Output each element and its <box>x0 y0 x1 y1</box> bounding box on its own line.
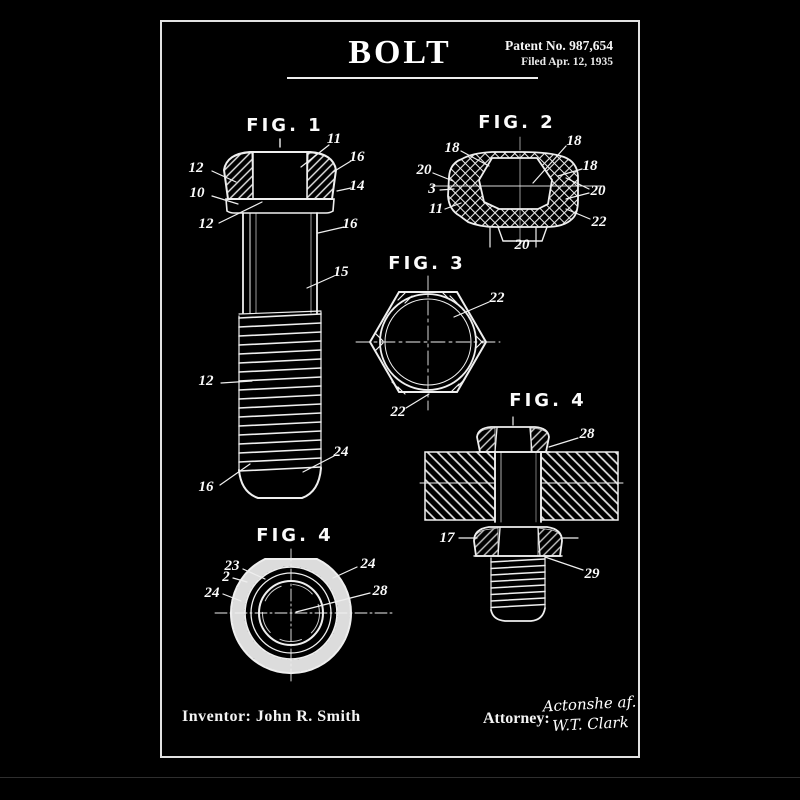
callout-label: 22 <box>383 403 413 421</box>
callout-label: 11 <box>421 200 451 218</box>
callout-label: 16 <box>335 215 365 233</box>
callout-label: 24 <box>197 584 227 602</box>
callout-label: 16 <box>191 478 221 496</box>
callout-label: 12 <box>191 215 221 233</box>
callout-label: 14 <box>342 177 372 195</box>
callout-label: 3 <box>417 180 447 198</box>
callout-label: 28 <box>365 582 395 600</box>
callout-label: 20 <box>583 182 613 200</box>
callout-label: 18 <box>559 132 589 150</box>
fig4-assembly-label: FIG. 4 <box>488 390 608 411</box>
callout-label: 12 <box>191 372 221 390</box>
callout-label: 20 <box>507 236 537 254</box>
callout-label: 16 <box>342 148 372 166</box>
fig2-label: FIG. 2 <box>457 112 577 133</box>
inventor-label: Inventor: <box>182 708 251 725</box>
callout-label: 15 <box>326 263 356 281</box>
fig4-assembly-section-view <box>420 417 623 621</box>
fig3-head-plan-view <box>356 276 500 410</box>
callout-label: 18 <box>575 157 605 175</box>
inventor-line: Inventor: John R. Smith <box>182 708 361 726</box>
fig4-plan-label: FIG. 4 <box>235 525 355 546</box>
callout-label: 11 <box>319 130 349 148</box>
inventor-name: John R. Smith <box>256 708 361 725</box>
callout-label: 10 <box>182 184 212 202</box>
attorney-signature: Actonshe af. W.T. Clark <box>539 691 641 737</box>
callout-label: 24 <box>326 443 356 461</box>
callout-label: 22 <box>482 289 512 307</box>
fig3-label: FIG. 3 <box>367 253 487 274</box>
callout-label: 24 <box>353 555 383 573</box>
callout-label: 28 <box>572 425 602 443</box>
callout-label: 17 <box>432 529 462 547</box>
bottom-fold-line <box>0 777 800 778</box>
callout-label: 22 <box>584 213 614 231</box>
callout-label: 20 <box>409 161 439 179</box>
callout-label: 12 <box>181 159 211 177</box>
callout-label: 18 <box>437 139 467 157</box>
callout-label: 29 <box>577 565 607 583</box>
